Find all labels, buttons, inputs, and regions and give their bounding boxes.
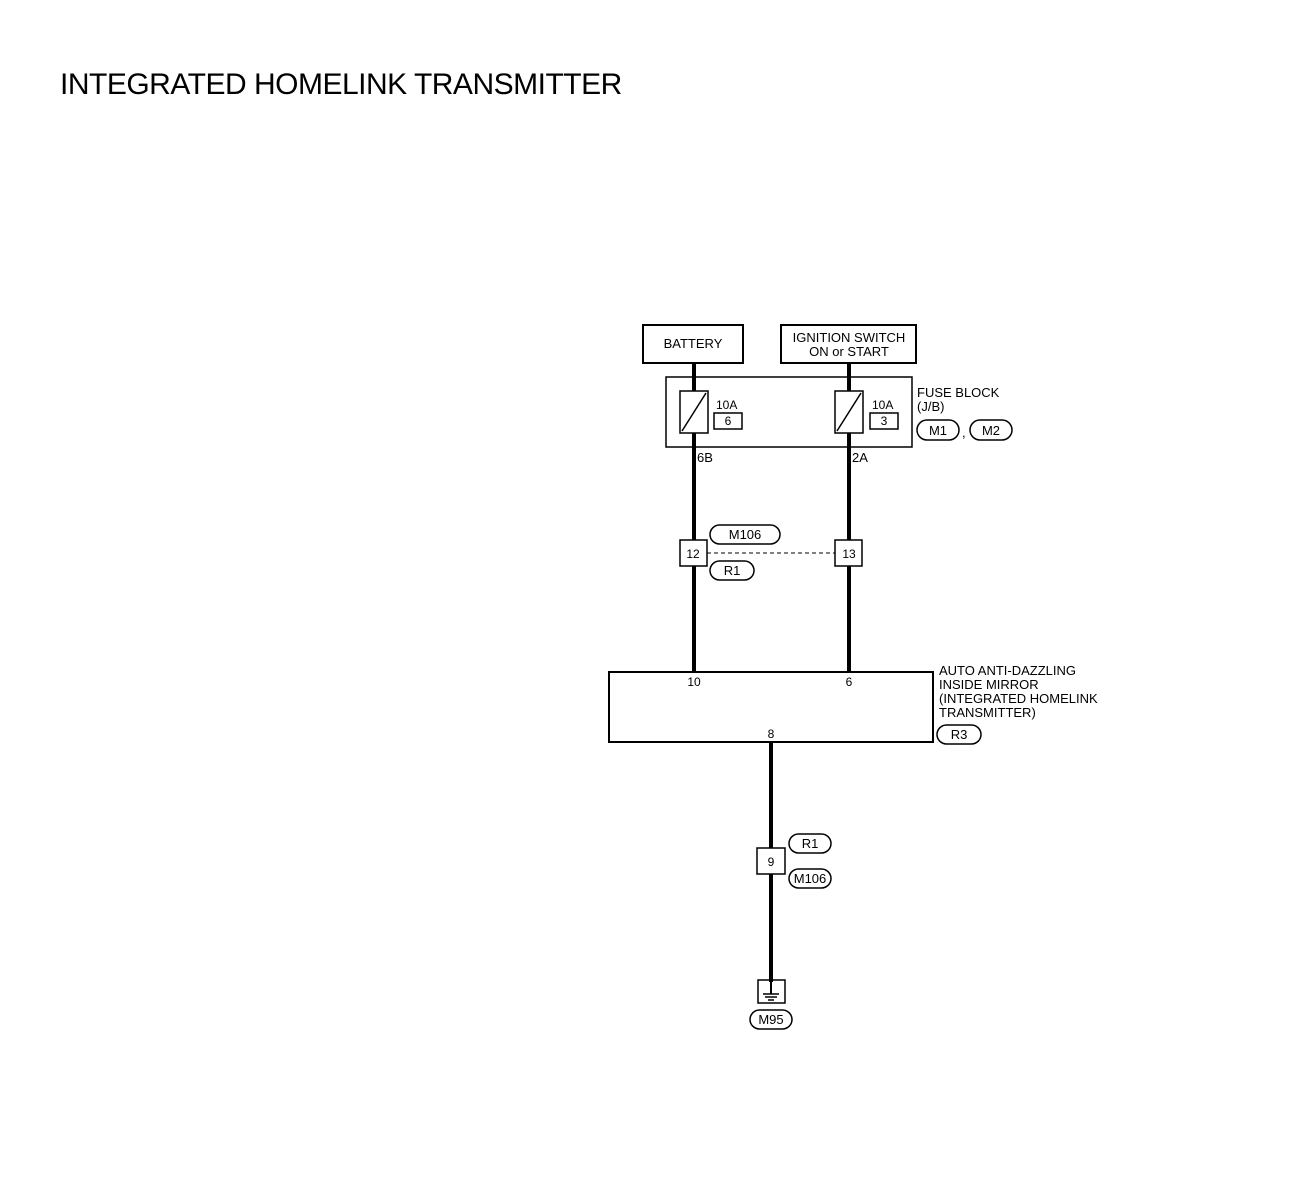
mirror-pin-10: 10 (687, 675, 701, 689)
pin-12: 12 (686, 547, 700, 561)
terminal-6b: 6B (697, 450, 713, 465)
pin-9: 9 (768, 855, 775, 869)
ignition-label-line1: IGNITION SWITCH (793, 330, 906, 345)
joint-connector-lower: 9 R1 M106 (756, 833, 832, 889)
connector-r3: R3 (951, 727, 968, 742)
terminal-2a: 2A (852, 450, 868, 465)
connector-m1: M1 (929, 423, 947, 438)
fuse-left: 10A 6 (679, 390, 743, 434)
mirror-label-line4: TRANSMITTER) (939, 705, 1036, 720)
mirror-pin-8: 8 (768, 727, 775, 741)
fuse-right-number: 3 (881, 414, 888, 428)
fuse-left-number: 6 (725, 414, 732, 428)
page-title: INTEGRATED HOMELINK TRANSMITTER (60, 68, 622, 101)
connector-m106-lower: M106 (794, 871, 827, 886)
mirror-pin-6: 6 (846, 675, 853, 689)
mirror-label-line2: INSIDE MIRROR (939, 677, 1039, 692)
connector-r1-lower: R1 (802, 836, 819, 851)
mirror-unit: 10 6 8 AUTO ANTI-DAZZLING INSIDE MIRROR … (608, 663, 1098, 745)
connector-m106-upper: M106 (729, 527, 762, 542)
battery-box: BATTERY (642, 324, 744, 364)
ground-symbol: M95 (749, 979, 793, 1030)
ignition-switch-box: IGNITION SWITCH ON or START (780, 324, 917, 364)
mirror-label-line3: (INTEGRATED HOMELINK (939, 691, 1098, 706)
connector-m2: M2 (982, 423, 1000, 438)
fuse-block-label-line1: FUSE BLOCK (917, 385, 1000, 400)
fuse-block: 10A 6 10A 3 FUSE BLOCK (J/B) M1 , M2 6B … (665, 376, 1013, 465)
connector-r1-upper: R1 (724, 563, 741, 578)
fuse-left-rating: 10A (716, 398, 737, 412)
fuse-right: 10A 3 (834, 390, 899, 434)
fuse-right-rating: 10A (872, 398, 893, 412)
joint-connector-upper: 12 13 M106 R1 (679, 524, 863, 581)
connector-separator: , (962, 425, 966, 440)
mirror-label-line1: AUTO ANTI-DAZZLING (939, 663, 1076, 678)
fuse-block-label-line2: (J/B) (917, 399, 944, 414)
ignition-label-line2: ON or START (809, 344, 889, 359)
connector-m95: M95 (758, 1012, 783, 1027)
battery-label: BATTERY (664, 336, 723, 351)
pin-13: 13 (842, 547, 856, 561)
